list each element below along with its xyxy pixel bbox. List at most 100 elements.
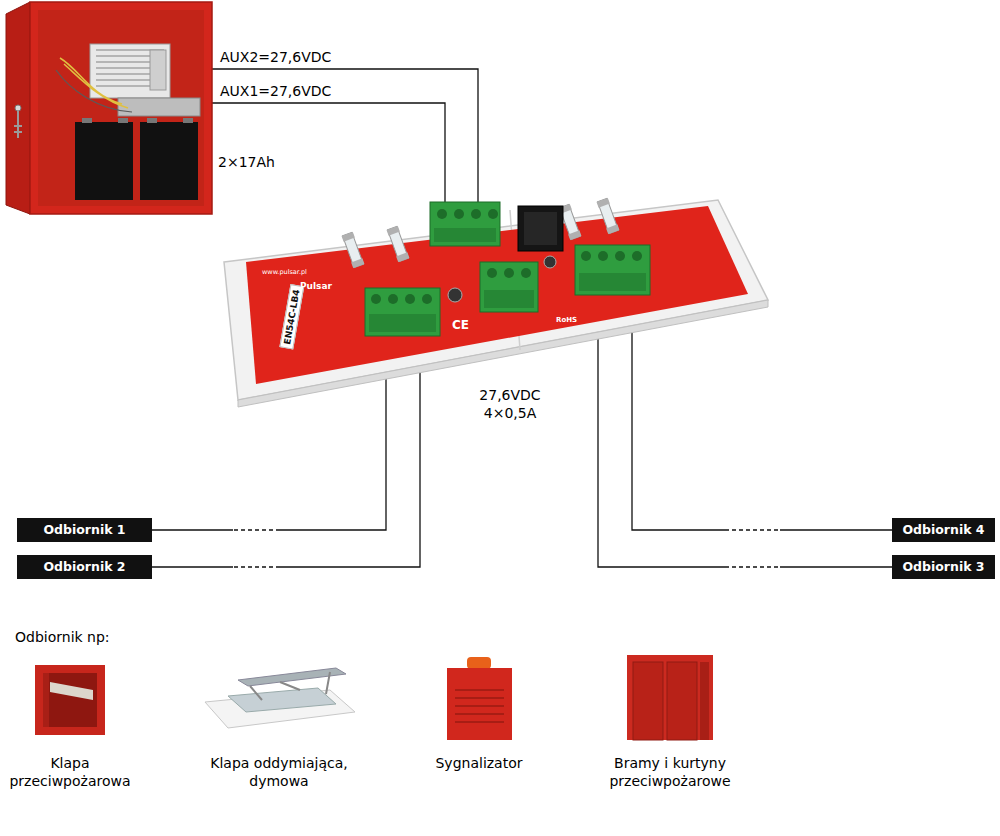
smoke-vent-icon	[205, 668, 355, 728]
module-components-part	[454, 209, 464, 219]
signaller-icon-part	[467, 657, 491, 669]
fire-gate-icon-part	[627, 655, 713, 740]
connector-segment	[598, 332, 725, 567]
power-supply-cabinet-part	[150, 50, 166, 90]
module-components-part	[488, 209, 498, 219]
supply-line-label: AUX2=27,6VDC	[218, 49, 333, 66]
text-label: Odbiornik np:	[15, 628, 110, 646]
module-components-part-part	[568, 230, 581, 240]
module-components-part	[430, 202, 500, 246]
fire-gate-icon-part	[667, 662, 697, 740]
fire-damper-icon-part	[43, 673, 49, 727]
module-components-part	[487, 268, 497, 278]
fire-damper-icon-part	[50, 682, 93, 700]
receiver-box: Odbiornik 2	[17, 555, 152, 579]
connector-dashed-segment	[725, 529, 780, 530]
connector-segment	[152, 566, 233, 567]
module-housing	[224, 200, 768, 407]
module-components-part	[524, 212, 557, 245]
fire-damper-icon-part	[43, 673, 97, 727]
text-label: 4×0,5A	[450, 404, 570, 422]
signaller-icon-part	[447, 668, 512, 740]
connector	[212, 103, 445, 234]
module-components-part	[504, 268, 514, 278]
module-board: EN54C-LB4	[224, 198, 768, 400]
connector-dashed-segment	[233, 529, 280, 530]
module-components-part-part	[606, 224, 619, 234]
module-components-part-part	[387, 226, 400, 236]
module-components-part-part	[597, 198, 610, 208]
fire-gate-icon-part	[633, 662, 663, 740]
power-supply-cabinet-part	[90, 44, 170, 98]
module-components-part	[579, 273, 646, 291]
module-components-part-part	[597, 198, 618, 233]
fire-damper-icon-part	[35, 665, 105, 735]
battery-label: 2×17Ah	[218, 154, 275, 170]
connector-dashed-segment	[233, 566, 280, 567]
power-supply-cabinet-part	[30, 2, 212, 214]
power-supply-box: 2×17Ah	[30, 2, 212, 214]
power-supply-cabinet-part	[14, 111, 22, 138]
module-components-part	[521, 268, 531, 278]
receiver-name: Odbiornik 3	[902, 561, 984, 574]
receiver-name: Odbiornik 1	[43, 524, 125, 537]
power-supply-cabinet-part	[15, 105, 21, 111]
power-supply-cabinet-part	[82, 118, 92, 123]
module-components-part	[437, 209, 447, 219]
module-components-part	[387, 226, 410, 262]
connector	[632, 326, 892, 530]
module-components-part	[575, 245, 650, 295]
module-components-part	[342, 232, 365, 268]
receiver-example-caption: Klapa oddymiająca, dymowa	[191, 754, 367, 790]
module-components-part	[365, 288, 440, 336]
module-components-part	[388, 294, 398, 304]
receiver-example-caption: Klapa przeciwpożarowa	[0, 754, 145, 790]
fire-damper-icon	[35, 665, 105, 735]
receiver-box: Odbiornik 4	[892, 518, 995, 542]
power-supply-cabinet-part	[56, 70, 132, 112]
fire-gate-icon	[627, 655, 713, 740]
receiver-name: Odbiornik 2	[43, 561, 125, 574]
module-components-part	[471, 209, 481, 219]
board-print: www.pulsar.pl	[262, 268, 307, 276]
module-components-part-part	[351, 258, 364, 268]
receiver-name: Odbiornik 4	[902, 524, 984, 537]
connector-segment	[152, 529, 233, 530]
module-components-part-part	[387, 226, 408, 261]
connector-segment	[212, 103, 445, 234]
text-label: 27,6VDC	[450, 386, 570, 404]
receiver-box: Odbiornik 1	[17, 518, 152, 542]
supply-line-label: AUX1=27,6VDC	[218, 83, 333, 100]
module-components-part	[422, 294, 432, 304]
receiver-box: Odbiornik 3	[892, 555, 995, 579]
signaller-icon-part	[455, 690, 504, 722]
module-components-part	[597, 198, 620, 234]
power-supply-cabinet	[6, 2, 212, 214]
module-components-part	[434, 228, 496, 242]
module-housing-part	[224, 200, 768, 400]
connector-dashed-segment	[725, 566, 780, 567]
receiver-example-caption: Sygnalizator	[404, 754, 554, 772]
module-components-part-part	[396, 252, 409, 262]
module-name: EN54C-LB4	[279, 284, 304, 349]
module-components-part	[544, 256, 556, 268]
power-supply-cabinet-part	[183, 118, 193, 123]
board-print: Pulsar	[300, 281, 332, 293]
power-supply-cabinet-part	[6, 2, 30, 214]
board-print: CE	[452, 318, 469, 334]
module-components-part	[448, 288, 462, 302]
fire-gate-icon-part	[700, 662, 709, 740]
module-components	[342, 198, 650, 336]
smoke-vent-icon-part	[250, 672, 330, 700]
module-components-part	[598, 251, 608, 261]
module-components-part	[615, 251, 625, 261]
connector	[598, 332, 892, 567]
receiver-example-caption: Bramy i kurtyny przeciwpożarowe	[590, 754, 750, 790]
smoke-vent-icon-part	[228, 688, 336, 712]
module-components-part	[480, 262, 538, 312]
module-components-part	[371, 294, 381, 304]
module-components-part	[518, 206, 563, 251]
module-components-part	[581, 251, 591, 261]
connector-segment	[780, 529, 892, 530]
